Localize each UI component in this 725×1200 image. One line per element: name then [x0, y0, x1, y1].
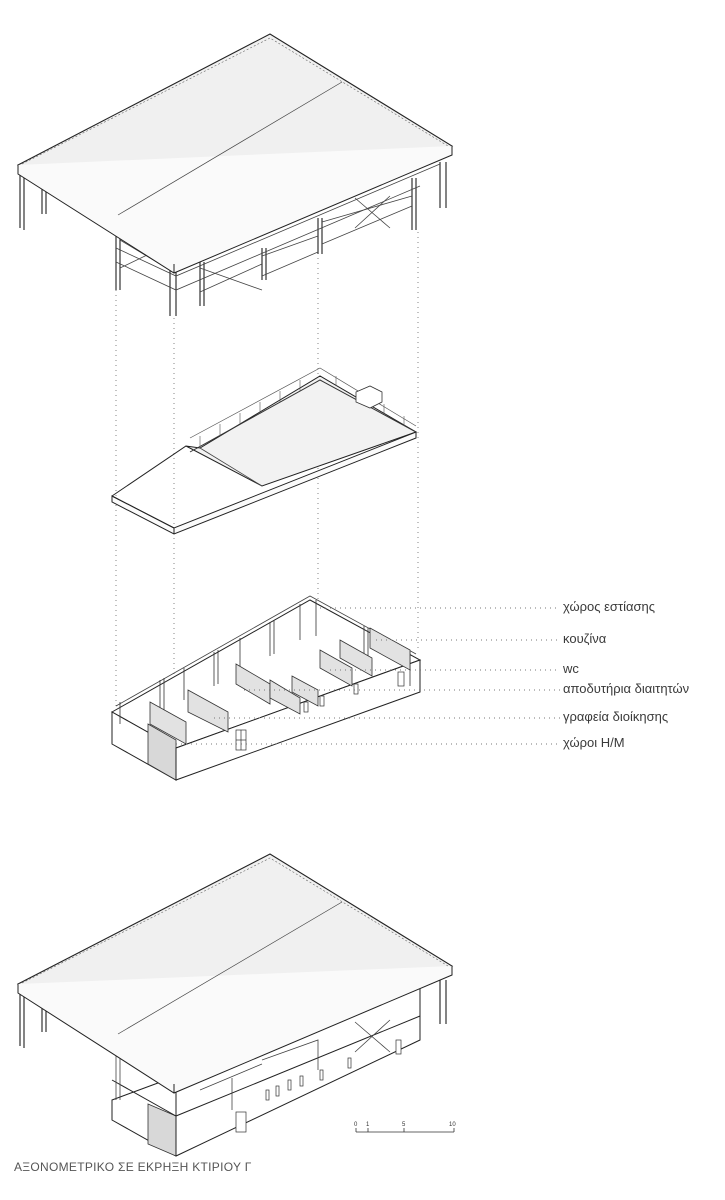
label-dining-area: χώρος εστίασης — [563, 599, 656, 614]
drawing-title: ΑΞΟΝΟΜΕΤΡΙΚΟ ΣΕ ΕΚΡΗΞΗ ΚΤΙΡΙΟΥ Γ — [14, 1160, 252, 1174]
roof-ridge-line — [117, 81, 343, 216]
mezzanine-slab — [111, 367, 418, 535]
label-administration-offices: γραφεία διοίκησης — [563, 709, 669, 724]
label-wc: wc — [563, 661, 579, 676]
assembled-building — [16, 853, 454, 1157]
label-referee-locker-rooms: αποδυτήρια διαιτητών — [563, 681, 690, 696]
scale-tick-10: 10 — [449, 1122, 456, 1128]
scale-tick-5: 5 — [402, 1122, 406, 1128]
label-kitchen: κουζίνα — [563, 631, 607, 646]
label-mechanical-rooms: χώροι Η/Μ — [563, 735, 625, 750]
ground-floor-plan — [110, 595, 422, 781]
label-leaders — [176, 607, 560, 745]
roof-structure-top — [16, 33, 454, 316]
scale-bar: 0 1 5 10 — [354, 1122, 456, 1133]
scale-tick-1: 1 — [366, 1122, 370, 1128]
scale-tick-0: 0 — [354, 1122, 358, 1128]
